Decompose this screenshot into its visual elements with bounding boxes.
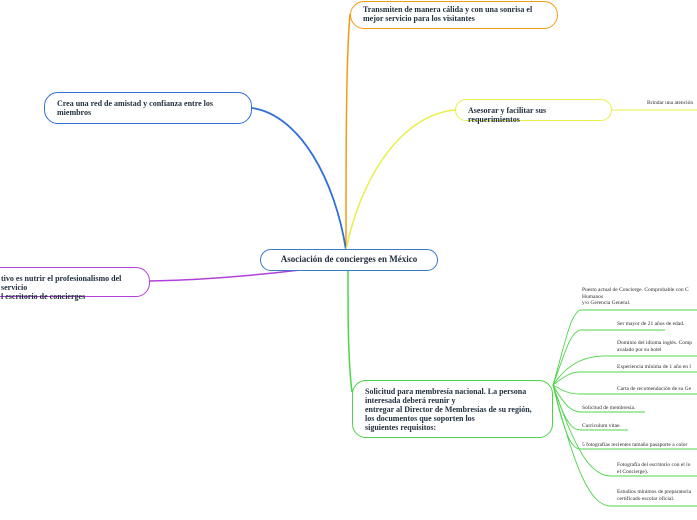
requirement-text: Ser mayor de 21 años de edad. [617,321,685,327]
requirement-text: Dominio del idioma inglés. Comp [617,340,693,346]
requirement-text: Curriculum vitae. [582,423,621,429]
node-right-mid-line-1: Asesorar y facilitar sus requerimientos [468,106,547,124]
requirement-text: Puesto actual de Concierge. Comprobable … [582,287,689,293]
node-left-top[interactable]: Crea una red de amistad y confianza entr… [44,92,252,124]
connector-left-top [251,107,347,251]
node-left-bottom-line-2: l escritorio de concierges [1,292,86,301]
requirement-text: avalado por su hotel [617,346,662,353]
node-left-top-line-1: Crea una red de amistad y confianza entr… [57,99,213,108]
requirement-item[interactable]: 5 fotografías recientes tamaño pasaporte… [582,442,687,449]
requirement-text: certificado escolar oficial. [617,495,675,502]
requirement-item[interactable]: Ser mayor de 21 años de edad. [617,321,684,328]
requirement-item[interactable]: Puesto actual de Concierge. Comprobable … [582,287,689,307]
requirement-item[interactable]: Carta de recomendación de su Ge [617,386,691,393]
requirement-item[interactable]: Fotografía del escritorio con el lo el C… [617,462,690,475]
node-top[interactable]: Transmiten de manera cálida y con una so… [350,1,558,29]
node-bottom[interactable]: Solicitud para membresía nacional. La pe… [352,380,553,438]
requirement-text: el Concierge). [617,468,649,475]
node-left-bottom[interactable]: tivo es nutrir el profesionalismo del se… [0,267,150,301]
node-right-mid[interactable]: Asesorar y facilitar sus requerimientos [455,99,612,124]
node-bottom-line-4: los documentos que soporten los [365,414,475,423]
central-topic[interactable]: Asociación de concierges en México [260,249,438,271]
connector-left-bottom [149,269,301,282]
node-bottom-line-3: entregar al Director de Membresías de su… [365,405,532,414]
connector-right-mid [345,109,456,251]
node-left-bottom-line-1: tivo es nutrir el profesionalismo del se… [1,274,122,292]
node-left-top-line-2: miembros [57,108,92,117]
requirement-item[interactable]: Experiencia mínima de 1 año en l [617,364,691,371]
requirement-text: 5 fotografías recientes tamaño pasaporte… [582,442,688,448]
requirement-item[interactable]: Curriculum vitae. [582,423,621,430]
requirement-item[interactable]: Dominio del idioma inglés. Comp avalado … [617,340,692,353]
requirement-item[interactable]: Solicitud de membresía. [582,405,635,412]
requirement-text: Experiencia mínima de 1 año en l [617,364,691,370]
connector-bottom [347,269,353,393]
requirement-text: Carta de recomendación de su Ge [617,386,692,392]
node-top-line-1: Transmiten de manera cálida y con una so… [363,5,533,14]
requirement-text: Fotografía del escritorio con el lo [617,462,691,468]
requirement-text: Estudios mínimos de preparatoria [617,489,692,495]
connector-top [345,13,351,251]
requirement-item[interactable]: Estudios mínimos de preparatoria certifi… [617,489,691,502]
requirement-connectors [552,309,697,507]
requirement-text: Humanos [582,293,604,300]
node-top-line-2: mejor servicio para los visitantes [363,14,475,23]
node-right-mid-child[interactable]: Brindar una atención [647,100,694,106]
node-bottom-line-2: interesada deberá reunir y [365,396,456,405]
node-bottom-line-1: Solicitud para membresía nacional. La pe… [365,387,527,396]
requirement-text: Solicitud de membresía. [582,405,636,411]
node-bottom-line-5: siguientes requisitos: [365,423,437,432]
requirement-text: y/o Gerencia General. [582,300,631,306]
